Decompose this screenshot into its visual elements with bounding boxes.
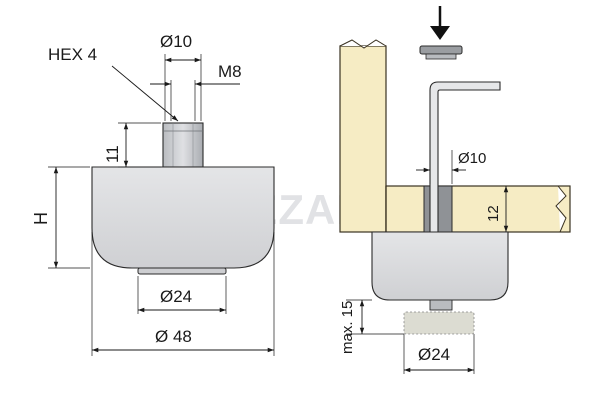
height-label: H [31, 212, 51, 225]
thread-diameter-label: Ø10 [160, 32, 192, 51]
threaded-stud [162, 122, 204, 168]
adjustable-base [403, 311, 475, 335]
base-diameter-label: Ø24 [160, 287, 192, 306]
vertical-panel [339, 45, 387, 233]
outer-diameter-label: Ø 48 [155, 327, 192, 346]
hex-key [429, 81, 501, 233]
cap-part [419, 45, 463, 60]
stud-height-label: 11 [103, 145, 122, 163]
thread-size-label: M8 [218, 62, 242, 81]
hole-diameter-label: Ø10 [458, 150, 486, 167]
base-pad [137, 267, 227, 275]
panel-thickness-label: 12 [485, 205, 502, 222]
installed-base-diameter-label: Ø24 [418, 345, 450, 364]
foot-body [91, 166, 275, 269]
arrow-down-icon [430, 6, 450, 40]
horizontal-panel [385, 185, 571, 233]
installed-foot-body [371, 231, 509, 301]
left-view: HEX 4 Ø10 M8 11 H Ø24 Ø 48 [31, 32, 275, 356]
adjust-range-label: max. 15 [339, 301, 356, 354]
right-view: Ø10 12 max. 15 Ø24 [339, 6, 571, 374]
hex-size-label: HEX 4 [48, 45, 97, 64]
